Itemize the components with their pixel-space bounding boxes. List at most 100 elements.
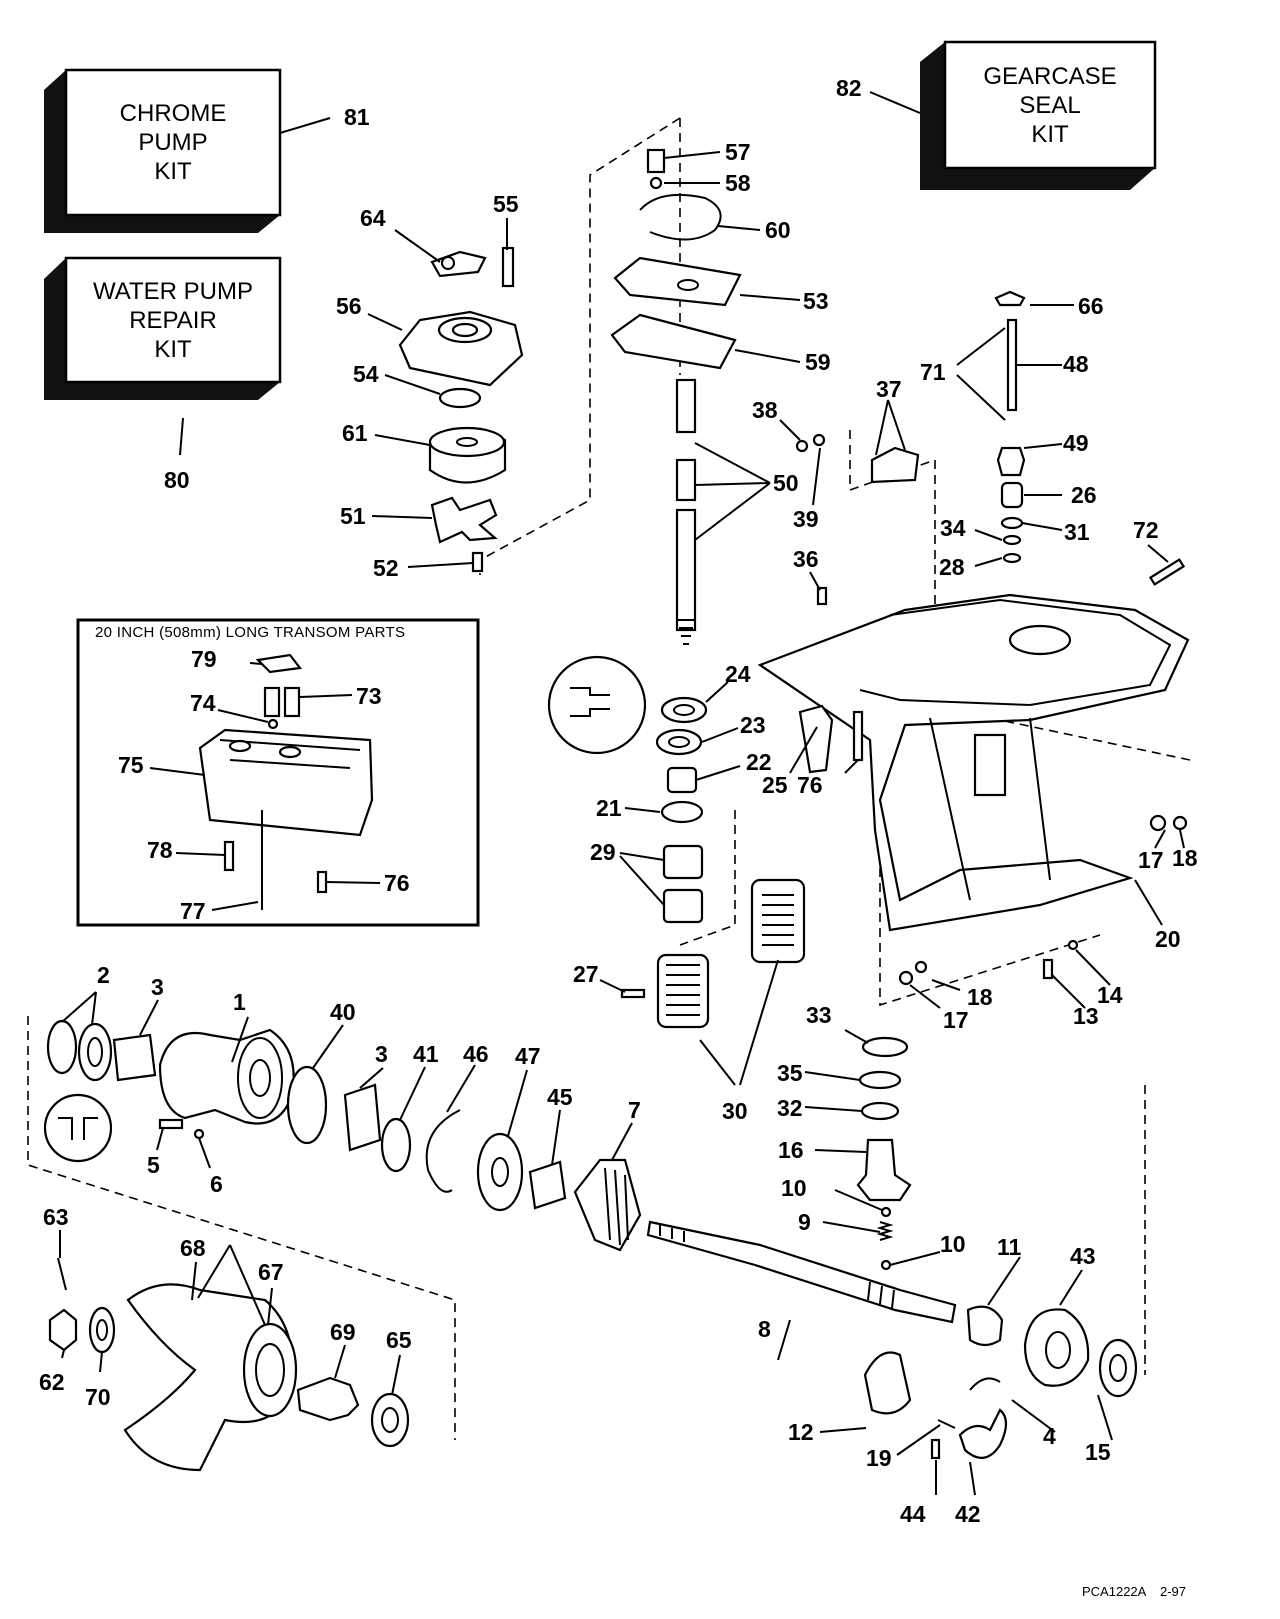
screw-17-lower <box>898 970 914 986</box>
driveshaft-50-lower <box>675 508 697 632</box>
screw-36 <box>816 586 828 606</box>
clutch-dog-11 <box>966 1305 1004 1347</box>
propeller-group-outline <box>27 1016 456 1440</box>
callout-51: 51 <box>340 503 366 529</box>
callout-29: 29 <box>590 839 616 865</box>
chrome-pump-kit-label: CHROME PUMP KIT <box>119 100 227 185</box>
screw-27 <box>620 988 646 999</box>
screw-13 <box>1042 958 1054 980</box>
callout-5: 5 <box>147 1152 160 1178</box>
screw-5 <box>158 1118 184 1130</box>
part-57 <box>646 148 666 174</box>
washer-39 <box>812 433 826 447</box>
driveshaft-50-upper <box>675 378 697 434</box>
callout-74: 74 <box>190 690 216 716</box>
bearing-35 <box>858 1070 902 1090</box>
bearing-29-upper <box>662 844 704 880</box>
callout-69: 69 <box>330 1319 356 1345</box>
callout-37: 37 <box>876 376 902 402</box>
part-60 <box>639 193 722 241</box>
bearing-29-lower <box>662 888 704 924</box>
callout-13: 13 <box>1073 1003 1099 1029</box>
callout-36: 36 <box>793 546 819 572</box>
washer-32 <box>860 1101 900 1121</box>
callout-65: 65 <box>386 1327 412 1353</box>
callout-64: 64 <box>360 205 386 231</box>
shift-lever-42 <box>958 1408 1008 1459</box>
drawing-code: PCA1222A <box>1082 1584 1147 1599</box>
callout-24: 24 <box>725 661 751 687</box>
callout-8: 8 <box>758 1316 771 1342</box>
callout-77: 77 <box>180 898 206 924</box>
spring-4 <box>969 1377 1001 1391</box>
bearing-3-right <box>343 1083 382 1152</box>
callout-23: 23 <box>740 712 766 738</box>
propeller-shaft-8 <box>646 1220 957 1324</box>
inset-part-73 <box>263 686 281 718</box>
washer-33 <box>861 1036 909 1058</box>
gearcase-seal-kit-label: GEARCASE SEAL KIT <box>983 62 1117 148</box>
inset-screw-78 <box>223 840 235 872</box>
leader-lines <box>59 91 1185 1496</box>
callout-60: 60 <box>765 217 791 243</box>
callout-numbers: 1 2 3 3 4 5 6 7 8 9 10 10 11 12 13 14 15… <box>39 75 1198 1527</box>
gearcase-seal-kit-box <box>920 40 1157 190</box>
screen-30-left <box>656 953 710 1029</box>
callout-21: 21 <box>596 795 622 821</box>
inset-screw-76 <box>316 870 328 894</box>
callout-47: 47 <box>515 1043 541 1069</box>
callout-67: 67 <box>258 1259 284 1285</box>
callout-25: 25 <box>762 772 788 798</box>
callout-54: 54 <box>353 361 379 387</box>
callout-66: 66 <box>1078 293 1104 319</box>
callout-40: 40 <box>330 999 356 1025</box>
seal-23 <box>655 728 703 756</box>
nut-49 <box>996 446 1026 477</box>
transom-extension-housing <box>198 728 374 837</box>
cotter-pin-63 <box>57 1257 67 1291</box>
ball-10-upper <box>880 1206 892 1218</box>
part-26 <box>1000 481 1024 509</box>
callout-42: 42 <box>955 1501 981 1527</box>
bracket-37 <box>870 446 920 484</box>
callout-72: 72 <box>1133 517 1159 543</box>
screw-76 <box>852 710 864 762</box>
retaining-ring-46 <box>425 1109 461 1193</box>
callout-63: 63 <box>43 1204 69 1230</box>
part-64 <box>430 250 487 278</box>
water-pump-kit-box <box>44 256 282 400</box>
bushing-45 <box>528 1160 567 1210</box>
callout-68: 68 <box>180 1235 206 1261</box>
callout-19: 19 <box>866 1445 892 1471</box>
plug-66 <box>994 290 1026 307</box>
callout-81: 81 <box>344 104 370 130</box>
callout-35: 35 <box>777 1060 803 1086</box>
key-52 <box>471 551 484 573</box>
spring-9 <box>876 1221 894 1241</box>
callout-32: 32 <box>777 1095 803 1121</box>
spacer-70 <box>88 1306 116 1354</box>
callout-12: 12 <box>788 1419 814 1445</box>
callout-76: 76 <box>797 772 823 798</box>
impeller-51 <box>430 496 498 544</box>
callout-44: 44 <box>900 1501 926 1527</box>
callout-15: 15 <box>1085 1439 1111 1465</box>
pin-19 <box>937 1419 956 1429</box>
callout-1: 1 <box>233 989 246 1015</box>
seal-54 <box>438 387 482 409</box>
thrust-washer-47 <box>476 1132 524 1212</box>
callout-18: 18 <box>1172 845 1198 871</box>
callout-41: 41 <box>413 1041 439 1067</box>
callout-17: 17 <box>1138 847 1164 873</box>
callout-2: 2 <box>97 962 110 988</box>
callout-70: 70 <box>85 1384 111 1410</box>
gasket-59 <box>610 313 737 370</box>
callout-34: 34 <box>940 515 966 541</box>
callout-18b: 18 <box>967 984 993 1010</box>
pin-72 <box>1148 558 1186 586</box>
drawing-date: 2-97 <box>1160 1584 1187 1599</box>
plate-53 <box>613 256 742 307</box>
thrust-hub-65 <box>370 1392 410 1448</box>
washer-28 <box>1002 552 1022 564</box>
